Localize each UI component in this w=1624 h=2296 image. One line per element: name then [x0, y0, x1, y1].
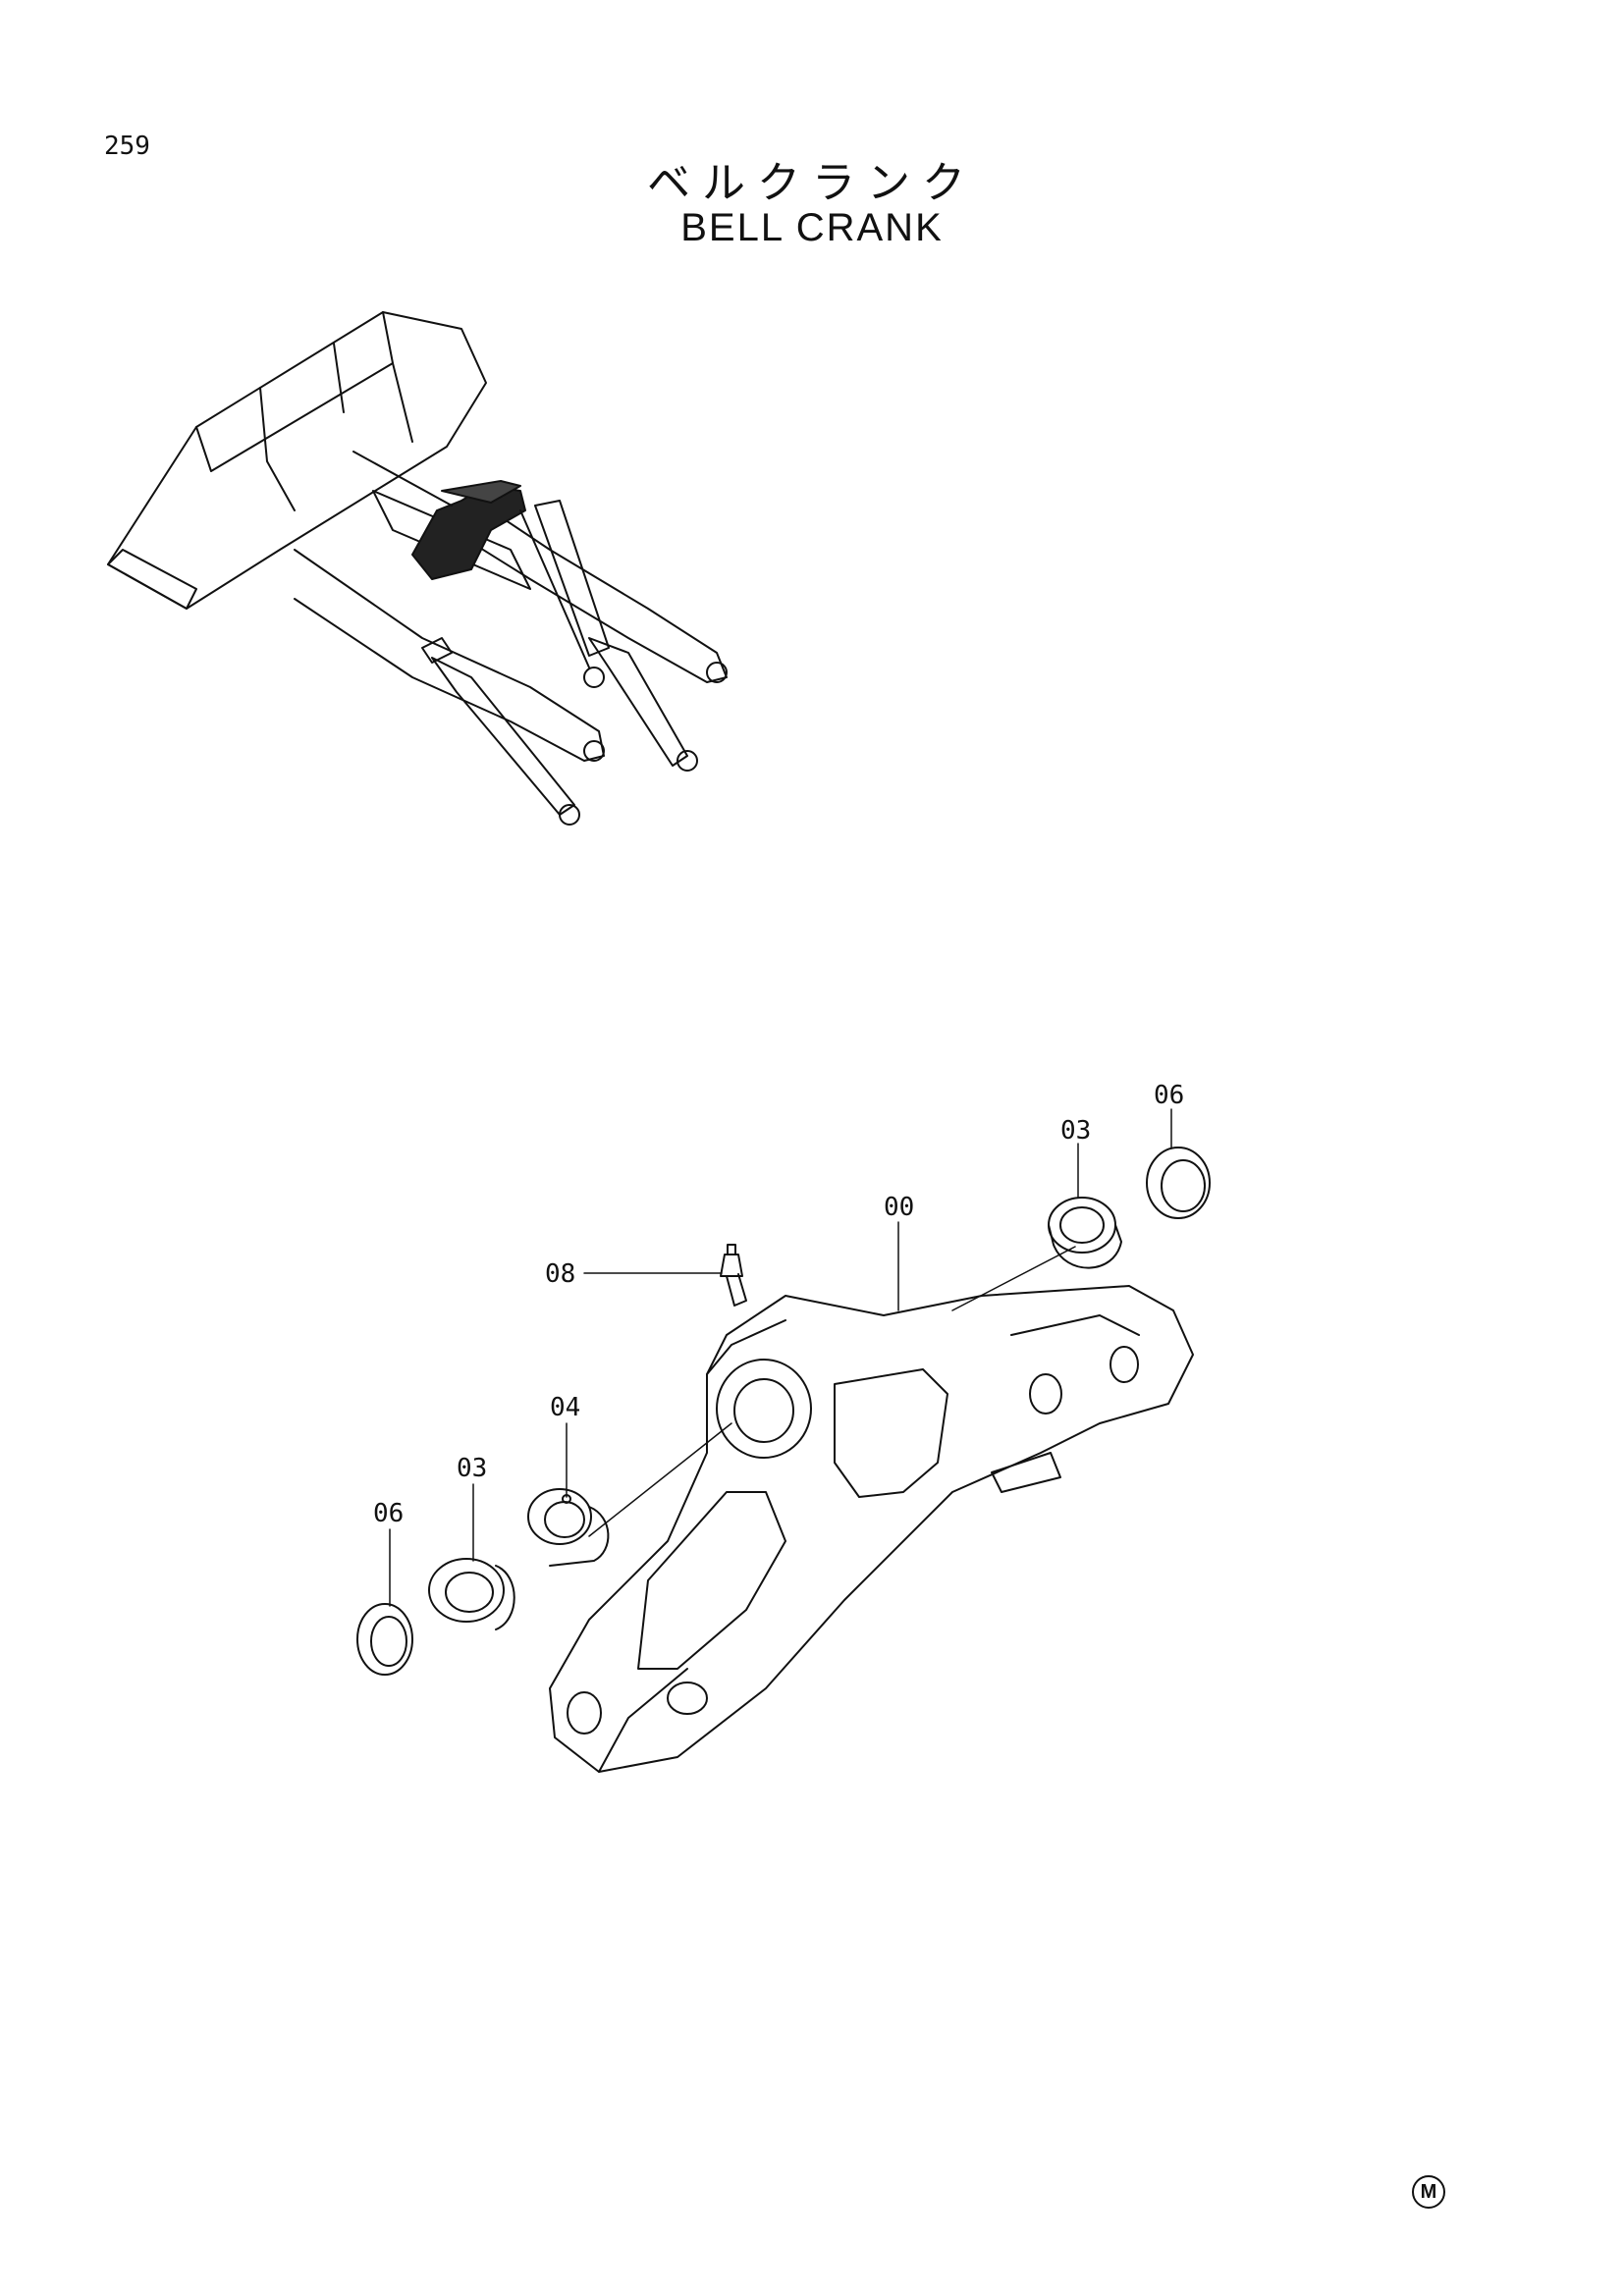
lift-cylinder-right	[588, 637, 688, 767]
loader-overview-illustration	[107, 311, 728, 826]
lift-cylinder-left-pin	[559, 804, 580, 826]
bell-crank-exploded-view	[356, 1108, 1211, 1773]
tilt-cylinder-body	[534, 500, 610, 657]
bell-crank-inner-window-upper	[834, 1368, 948, 1498]
bell-crank-end-hole-2	[1110, 1346, 1139, 1383]
title-japanese: ベルクランク	[647, 158, 977, 208]
bell-crank-highlight	[411, 485, 526, 580]
boom-pivot-left	[583, 740, 605, 762]
bucket-rib	[333, 343, 345, 413]
registered-mark-icon: M	[1412, 2175, 1445, 2209]
bell-crank-boss	[991, 1452, 1061, 1493]
bell-crank-end-hole-1	[1029, 1373, 1062, 1415]
boom-pivot-right	[706, 662, 728, 683]
callout-04: 04	[550, 1393, 580, 1422]
callout-03-lower: 03	[457, 1454, 487, 1483]
bell-crank-center-bore-outer	[716, 1359, 812, 1459]
bell-crank-inner-window-lower	[637, 1491, 786, 1670]
seal-06-upper	[1146, 1147, 1211, 1219]
bell-crank-bottom-boss	[667, 1682, 708, 1715]
grease-fitting-08	[720, 1244, 747, 1307]
bushing-03-lower	[428, 1558, 515, 1630]
bell-crank-top	[441, 480, 521, 504]
bell-crank-web-edge	[706, 1319, 786, 1375]
callout-08: 08	[545, 1259, 575, 1289]
callout-03-upper: 03	[1060, 1116, 1091, 1146]
callout-06-upper: 06	[1154, 1081, 1184, 1110]
bell-crank-flange	[1010, 1314, 1140, 1336]
page-number: 259	[104, 132, 150, 161]
bell-crank-center-bore-inner	[733, 1378, 794, 1443]
bell-crank-bottom-hole	[567, 1691, 602, 1735]
assembly-line-03-upper	[951, 1246, 1076, 1311]
tilt-cylinder-rod	[519, 509, 590, 668]
boom-arm-left	[294, 549, 605, 762]
bucket-cutting-edge	[107, 549, 197, 610]
bucket-rib	[392, 362, 413, 443]
bushing-04	[527, 1488, 610, 1567]
callout-06-lower: 06	[373, 1499, 404, 1528]
bucket-rib	[259, 387, 296, 511]
tilt-cylinder-pin	[583, 667, 605, 688]
bucket-outline	[107, 311, 487, 610]
bucket-back	[195, 311, 394, 472]
seal-06-lower	[356, 1603, 413, 1676]
boom-tip-left	[421, 637, 453, 664]
callout-00: 00	[884, 1193, 914, 1222]
lift-cylinder-right-pin	[677, 750, 698, 772]
lift-cylinder-left	[431, 657, 575, 816]
bushing-03-upper	[1048, 1197, 1122, 1269]
bell-crank-body	[549, 1285, 1194, 1773]
tilt-link	[352, 451, 453, 507]
title-english: BELL CRANK	[680, 206, 944, 249]
bell-crank-lower-edge	[598, 1668, 688, 1773]
assembly-line-04	[588, 1422, 732, 1537]
